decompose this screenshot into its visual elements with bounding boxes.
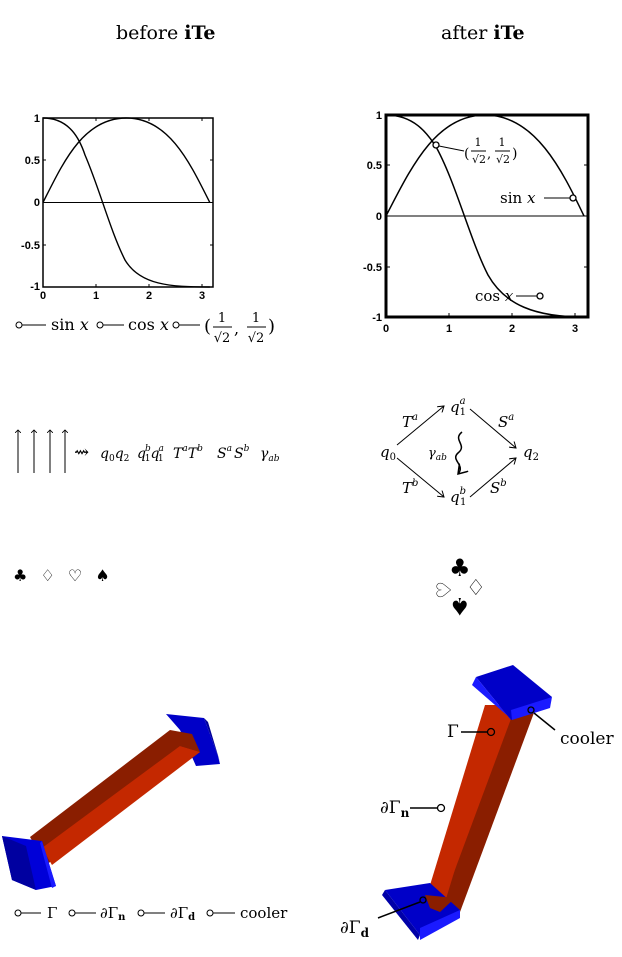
svg-text:(: ( [464,146,469,162]
callout-boundary-n: ∂Γn [380,798,446,820]
node-q2: q2 [523,443,539,463]
arrow-Sa [469,408,516,448]
arrow-Tb [396,457,444,497]
svg-text:√2: √2 [472,153,486,166]
club-icon: ♣ [13,566,32,585]
club-icon: ♣ [449,554,471,582]
point-annotation: ( 1 √2 , 1 √2 ) [432,136,517,166]
before-plot: 1 0.5 0 -0.5 -1 0 1 2 3 sin x cos x ( 1 … [15,113,275,346]
arrow-Sb [469,458,516,498]
svg-text:1: 1 [475,136,482,149]
svg-text:∂Γd: ∂Γd [170,904,195,923]
callout-gamma: Γ [447,722,496,742]
svg-text:Γ: Γ [447,722,459,742]
suits-after: ♣ ♡ ♢ ♠ [420,550,500,630]
y-tick: 0 [376,211,382,223]
up-arrows [18,430,65,473]
after-plot: 1 0.5 0 -0.5 -1 0 1 2 3 ( 1 √2 , 1 √2 ) … [363,110,590,335]
squiggle-2cell [455,431,462,474]
svg-text:√2: √2 [496,153,510,166]
before-title: before iTe [116,22,216,44]
svg-text:sin x: sin x [500,189,536,207]
sin-curve [385,114,585,217]
label-Sb: Sb [490,478,507,497]
model-legend: Γ ∂Γn ∂Γd cooler [14,904,288,923]
y-tick: 1 [376,110,382,122]
cos-annotation: cos x [475,287,544,305]
x-tick: 3 [199,290,205,302]
diamond-icon: ♢ [40,566,59,585]
model-after: Γ cooler ∂Γn ∂Γd [340,665,614,940]
y-tick: 0.5 [25,155,40,167]
svg-text:1: 1 [218,311,226,326]
arrow-Ta [396,406,444,446]
sin-annotation: sin x [500,189,577,207]
node-q0: q0 [380,443,396,463]
x-tick: 0 [40,290,46,302]
svg-text:∂Γd: ∂Γd [340,918,370,940]
x-tick: 2 [146,290,152,302]
base-block [385,883,460,935]
svg-text:√2: √2 [248,331,265,346]
svg-text:cooler: cooler [560,729,614,749]
label-Ta: Ta [402,412,418,431]
plot-legend: sin x cos x ( 1 √2 , 1 √2 ) [15,311,275,346]
label-Sa: Sa [498,412,514,431]
rod-front [42,746,200,865]
label-gamma: γab [428,446,447,463]
svg-text:q0q2: q0q2 [100,446,129,464]
svg-text:cos x: cos x [128,315,169,334]
svg-text:∂Γn: ∂Γn [100,904,126,923]
svg-text:√2: √2 [214,331,231,346]
spade-icon: ♠ [95,566,114,585]
svg-text:cos x: cos x [475,287,514,305]
svg-text:TaTb: TaTb [173,444,203,462]
y-tick: -0.5 [21,240,40,252]
svg-text:): ) [268,316,275,337]
model-before: Γ ∂Γn ∂Γd cooler [2,714,288,923]
x-tick: 1 [93,290,99,302]
y-tick: -0.5 [363,262,382,274]
rod-side [442,705,535,912]
svg-text:γab: γab [260,446,280,464]
svg-text:cooler: cooler [240,904,288,922]
svg-text:1: 1 [252,311,260,326]
svg-text:): ) [512,146,517,162]
squiggle-arrow: ⇝ [74,442,89,463]
heart-icon: ♡ [67,566,87,585]
sin-curve [42,117,211,203]
y-tick: -1 [30,281,40,293]
x-tick: 0 [383,323,389,335]
svg-text:,: , [487,147,491,162]
label-Tb: Tb [402,478,418,497]
y-tick: -1 [372,312,382,324]
y-tick: 1 [34,113,40,125]
svg-text:∂Γn: ∂Γn [380,798,410,820]
cos-curve [385,114,585,318]
spade-icon: ♠ [449,592,471,620]
diamond-icon: ♢ [466,576,486,601]
x-tick: 3 [572,323,578,335]
svg-text:sin x: sin x [51,315,89,334]
svg-text:Γ: Γ [47,904,57,922]
callout-boundary-d: ∂Γd [340,896,427,940]
y-tick: 0.5 [367,160,382,172]
suits-before: ♣ ♢ ♡ ♠ [13,566,114,585]
x-tick: 2 [509,323,515,335]
svg-text:,: , [234,319,239,338]
svg-text:1: 1 [499,136,506,149]
cos-curve [42,117,210,288]
x-tick: 1 [446,323,452,335]
y-tick: 0 [34,197,40,209]
callout-cooler: cooler [527,706,614,749]
svg-text:(: ( [204,316,211,337]
after-title: after iTe [441,22,525,44]
